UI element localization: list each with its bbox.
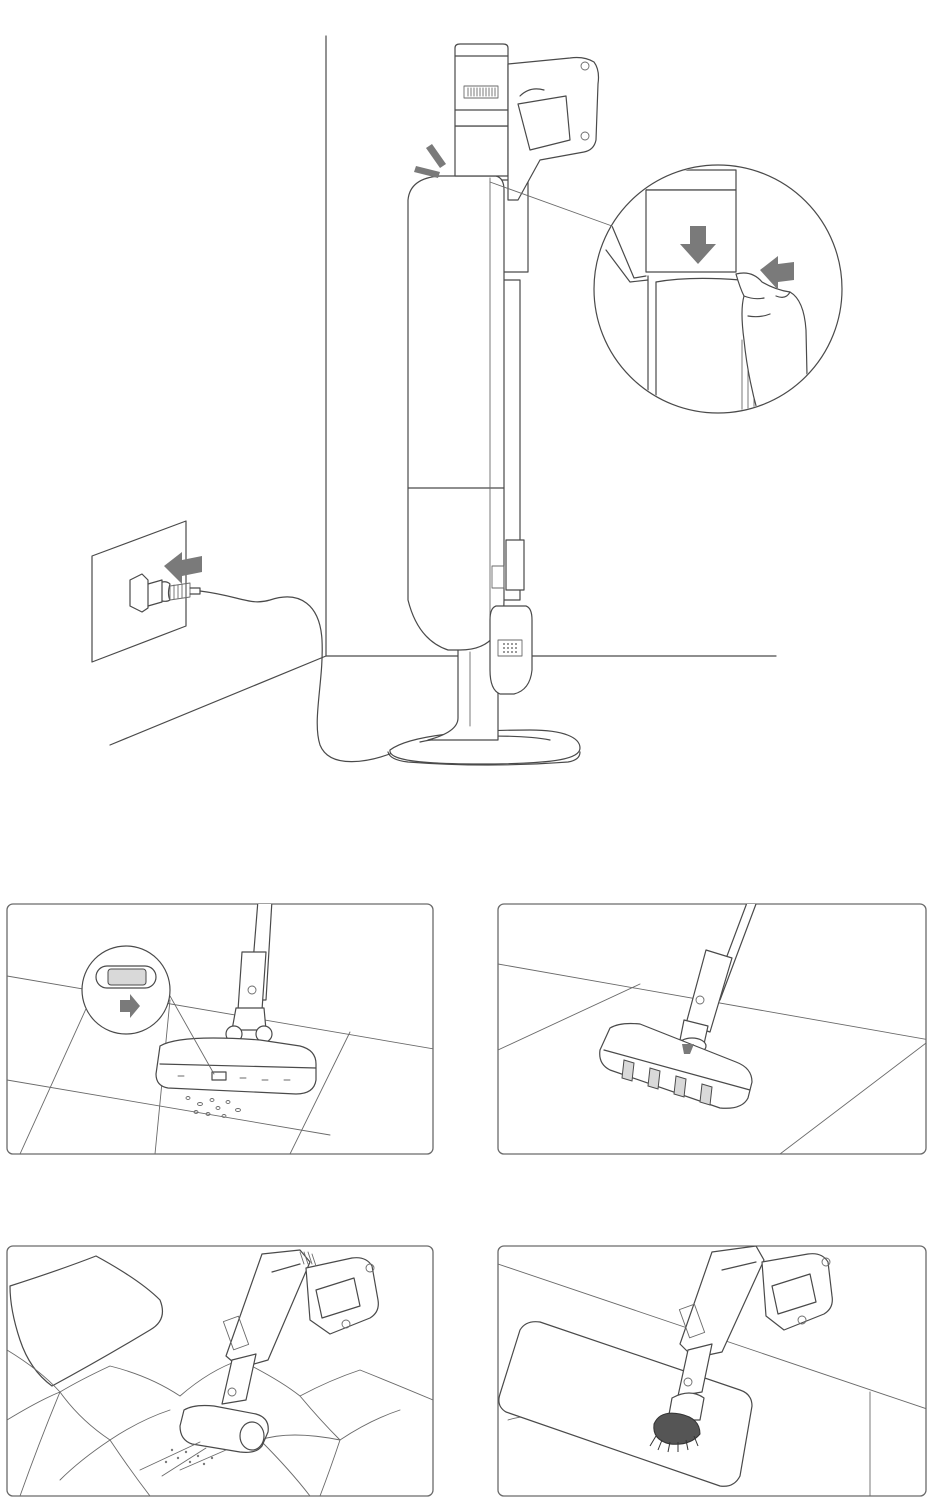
zoom-detail-callout (490, 165, 842, 420)
panel-floor-mode (7, 900, 440, 1154)
charging-dock-base (388, 640, 580, 765)
click-spark-icon (414, 144, 446, 178)
panel-hard-floor (498, 900, 930, 1154)
wall-socket (92, 521, 202, 662)
floor-line-left (110, 656, 326, 745)
panel-sofa-mini-brush (7, 1246, 433, 1496)
vacuum-main-unit (408, 44, 599, 694)
power-cable (200, 591, 395, 762)
